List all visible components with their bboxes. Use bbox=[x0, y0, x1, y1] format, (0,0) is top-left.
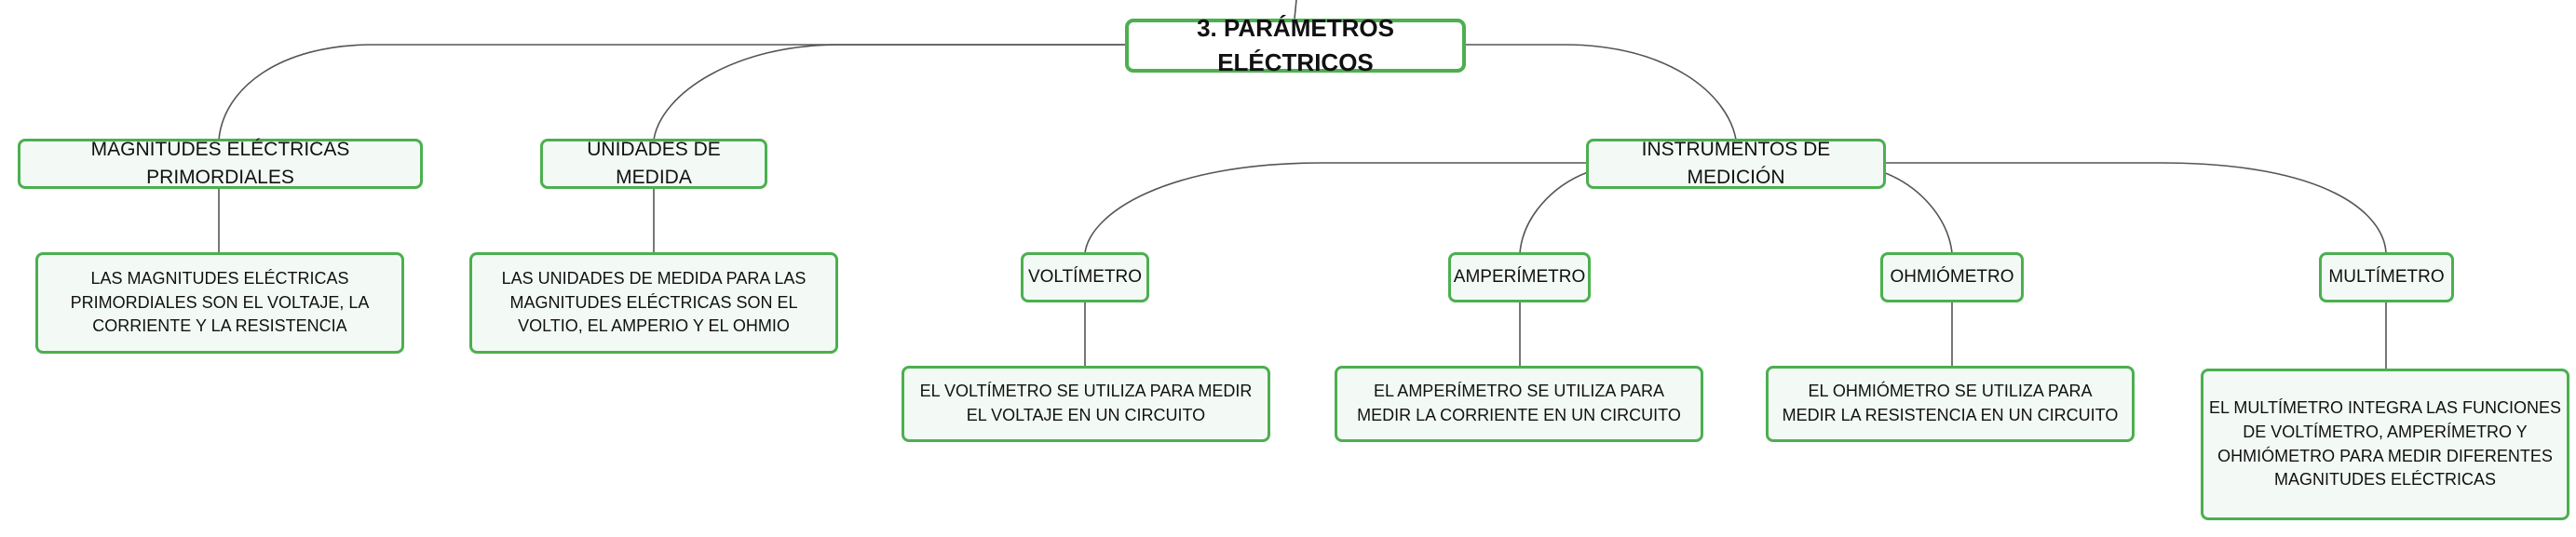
connector-instr-ohmiometro bbox=[1882, 171, 1953, 254]
connector-root-unidades bbox=[653, 44, 1127, 141]
root-topic[interactable]: 3. PARÁMETROS ELÉCTRICOS bbox=[1125, 14, 1466, 76]
multimetro-description[interactable]: EL MULTÍMETRO INTEGRA LAS FUNCIONES DE V… bbox=[2201, 369, 2569, 520]
topic-ohmiometro[interactable]: OHMIÓMETRO bbox=[1880, 252, 2024, 302]
topic-voltimetro[interactable]: VOLTÍMETRO bbox=[1021, 252, 1149, 302]
topic-multimetro[interactable]: MULTÍMETRO bbox=[2319, 252, 2454, 302]
connector-root-instrumentos bbox=[1464, 44, 1737, 141]
topic-instrumentos[interactable]: INSTRUMENTOS DE MEDICIÓN bbox=[1586, 139, 1886, 189]
unidades-description[interactable]: LAS UNIDADES DE MEDIDA PARA LAS MAGNITUD… bbox=[469, 252, 838, 354]
amperimetro-description[interactable]: EL AMPERÍMETRO SE UTILIZA PARA MEDIR LA … bbox=[1335, 366, 1703, 442]
connector-root-parent bbox=[1294, 0, 1297, 20]
magnitudes-description[interactable]: LAS MAGNITUDES ELÉCTRICAS PRIMORDIALES S… bbox=[35, 252, 404, 354]
voltimetro-description[interactable]: EL VOLTÍMETRO SE UTILIZA PARA MEDIR EL V… bbox=[902, 366, 1270, 442]
connector-instr-multimetro bbox=[1883, 162, 2387, 254]
connector-instr-amperimetro bbox=[1519, 171, 1589, 254]
topic-amperimetro[interactable]: AMPERÍMETRO bbox=[1448, 252, 1591, 302]
connector-instr-voltimetro bbox=[1084, 162, 1588, 254]
topic-unidades[interactable]: UNIDADES DE MEDIDA bbox=[540, 139, 767, 189]
connector-root-magnitudes bbox=[218, 44, 1127, 141]
ohmiometro-description[interactable]: EL OHMIÓMETRO SE UTILIZA PARA MEDIR LA R… bbox=[1766, 366, 2135, 442]
topic-magnitudes[interactable]: MAGNITUDES ELÉCTRICAS PRIMORDIALES bbox=[18, 139, 423, 189]
